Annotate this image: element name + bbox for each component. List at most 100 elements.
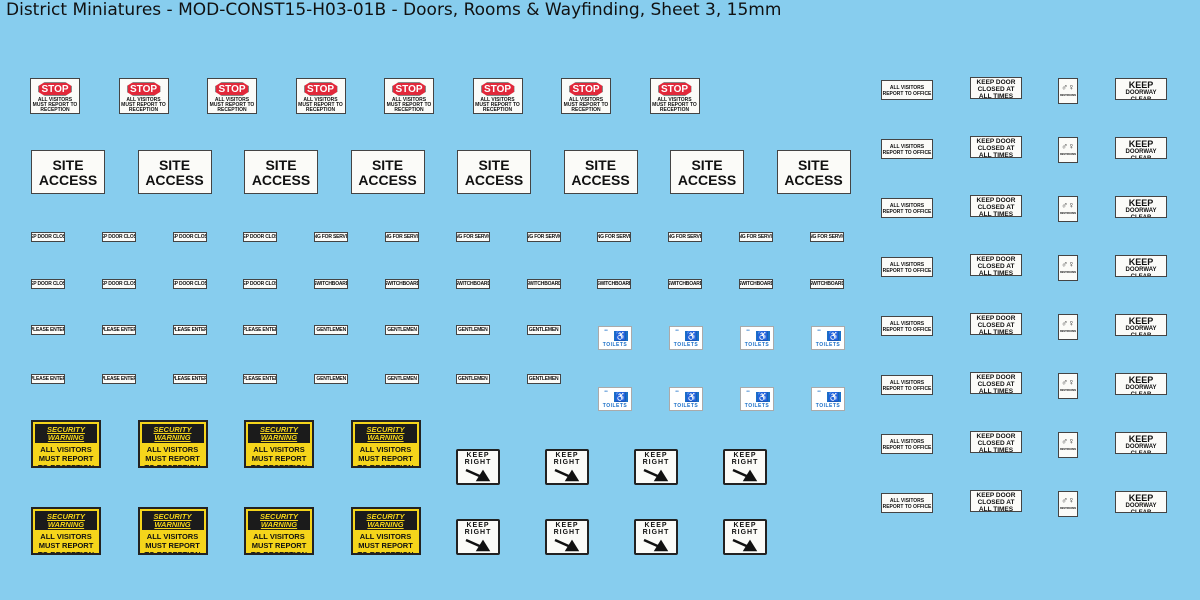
stop-sign-text: ALL VISITORS MUST REPORT TO RECEPTION [121, 97, 166, 113]
label-ring-for-service: RING FOR SERVICE [597, 232, 632, 242]
stop-octagon: STOP [569, 82, 603, 96]
accessible-toilet-sign: ●●♿TOILETS [669, 326, 703, 350]
keep-right-line1: KEEP [466, 522, 490, 529]
label-gentlemen: GENTLEMEN [385, 374, 419, 384]
keep-clear-line1: KEEP [1128, 257, 1154, 267]
arrow-down-right-icon [465, 538, 491, 552]
keep-door-line2: CLOSED AT [977, 499, 1015, 506]
stop-sign-text: ALL VISITORS MUST REPORT TO RECEPTION [652, 97, 697, 113]
keep-right-line2: RIGHT [731, 529, 759, 536]
restroom-people-icon: ♂♀ [1061, 141, 1075, 151]
stop-octagon: STOP [126, 82, 161, 96]
keep-door-line2: CLOSED AT [977, 145, 1015, 152]
all-visitors-sign: ALL VISITORS REPORT TO OFFICE [881, 316, 933, 336]
site-access-line1: SITE [584, 157, 617, 173]
label-ring-for-service: RING FOR SERVICE [668, 232, 703, 242]
keep-door-line2: CLOSED AT [977, 263, 1015, 270]
keep-right-line1: KEEP [733, 522, 757, 529]
restroom-label: RESTROOMS [1059, 448, 1077, 451]
wheelchair-icon: ♿ [756, 331, 770, 341]
security-line3: TO RECEPTION [37, 550, 95, 555]
keep-clear-line2: DOORWAY CLEAR [1125, 385, 1157, 395]
restroom-people-icon: ♂♀ [1061, 318, 1075, 328]
label-please-enter: PLEASE ENTER [101, 325, 136, 335]
keep-door-line3: ALL TIMES [978, 506, 1014, 512]
keep-right-line2: RIGHT [553, 529, 581, 536]
security-line1: ALL VISITORS [146, 445, 199, 454]
wheelchair-icon: ♿ [685, 392, 699, 402]
site-access-line2: ACCESS [784, 172, 843, 188]
keep-door-line3: ALL TIMES [978, 388, 1014, 394]
label-ring-for-service: RING FOR SERVICE [739, 232, 773, 242]
person-icon: ●● [746, 389, 750, 393]
label-ring-for-service: RING FOR SERVICE [809, 232, 844, 242]
keep-clear-line2: DOORWAY CLEAR [1125, 267, 1157, 277]
arrow-down-right-icon [643, 468, 669, 482]
keep-door-line3: ALL TIMES [978, 152, 1014, 158]
accessible-toilet-sign: ●● ♿TOILETS [740, 387, 774, 411]
label-keep-door-closed: KEEP DOOR CLOSED [31, 279, 65, 289]
toilets-label: TOILETS [744, 403, 770, 409]
label-ring-for-service: RING FOR SERVICE [314, 232, 349, 242]
site-access-line2: ACCESS [464, 172, 524, 188]
label-switchboard: SWITCHBOARD [597, 279, 632, 289]
label-switchboard: SWITCHBOARD [739, 279, 773, 289]
all-visitors-sign: ALL VISITORS REPORT TO OFFICE [881, 198, 933, 218]
label-please-enter: PLEASE ENTER [31, 325, 65, 335]
label-keep-door-closed: KEEP DOOR CLOSED [243, 279, 278, 289]
restroom-people-icon: ♂♀ [1061, 377, 1075, 387]
wheelchair-icon: ♿ [614, 392, 628, 402]
security-line2: MUST REPORT [251, 454, 307, 463]
label-switchboard: SWITCHBOARD [809, 279, 844, 289]
toilets-label: TOILETS [815, 342, 841, 348]
site-access-line1: SITE [478, 157, 510, 173]
keep-right-line2: RIGHT [464, 529, 492, 536]
security-line1: ALL VISITORS [253, 445, 305, 454]
site-access-line2: ACCESS [145, 172, 204, 188]
restroom-label: RESTROOMS [1059, 153, 1077, 156]
keep-door-line1: KEEP DOOR [976, 138, 1016, 145]
keep-right-line1: KEEP [466, 452, 490, 459]
label-please-enter: PLEASE ENTER [101, 374, 136, 384]
person-icon: ●● [675, 389, 679, 393]
keep-right-line2: RIGHT [642, 459, 670, 466]
keep-right-line2: RIGHT [731, 459, 759, 466]
toilets-label: TOILETS [673, 403, 699, 409]
label-switchboard: SWITCHBOARD [385, 279, 419, 289]
label-gentlemen: GENTLEMEN [314, 374, 349, 384]
label-ring-for-service: RING FOR SERVICE [455, 232, 490, 242]
label-keep-door-closed: KEEP DOOR CLOSED [101, 232, 136, 242]
site-access-line1: SITE [52, 157, 84, 173]
all-visitors-sign: ALL VISITORS REPORT TO OFFICE [881, 493, 933, 513]
security-warning-header: SECURITY WARNING [35, 424, 97, 443]
security-line1: ALL VISITORS [253, 532, 305, 541]
person-icon: ●● [604, 328, 608, 332]
wheelchair-icon: ♿ [756, 392, 770, 402]
keep-door-line1: KEEP DOOR [976, 256, 1016, 263]
stop-octagon: STOP [480, 82, 515, 96]
wheelchair-icon: ♿ [827, 331, 841, 341]
person-icon: ●● [817, 328, 821, 332]
accessible-toilet-sign: ●● ♿TOILETS [811, 326, 845, 350]
accessible-toilet-sign: ●●♿TOILETS [740, 326, 774, 350]
label-gentlemen: GENTLEMEN [526, 325, 561, 335]
restroom-label: RESTROOMS [1059, 389, 1077, 392]
restroom-sign: ♂♀RESTROOMS [1058, 491, 1078, 517]
label-keep-door-closed: KEEP DOOR CLOSED [243, 232, 278, 242]
all-visitors-sign: ALL VISITORS REPORT TO OFFICE [881, 139, 933, 159]
label-switchboard: SWITCHBOARD [668, 279, 703, 289]
